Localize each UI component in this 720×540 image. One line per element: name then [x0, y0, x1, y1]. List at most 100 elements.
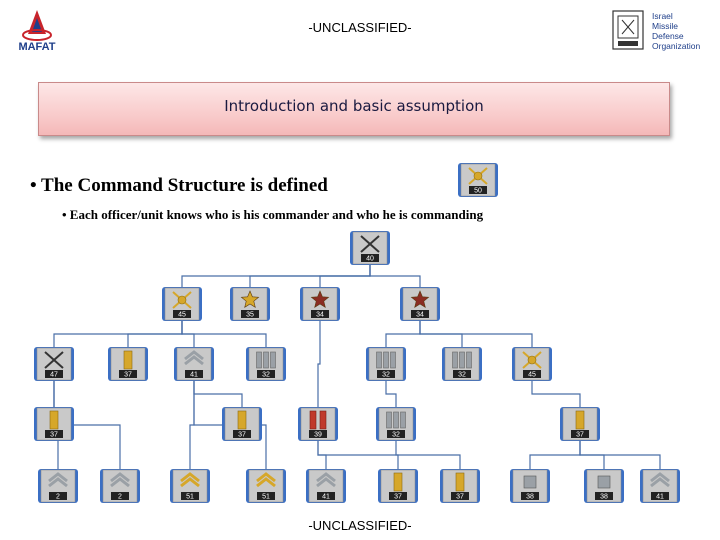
org-node-label: 38	[600, 494, 608, 501]
org-node-label: 2	[56, 494, 60, 501]
org-edge	[385, 320, 421, 348]
org-node: 50	[458, 163, 498, 197]
gold-bar-icon	[455, 472, 465, 492]
org-node-label: 35	[246, 312, 254, 319]
org-edge	[419, 320, 533, 348]
org-node: 37	[560, 407, 600, 441]
org-edge	[127, 320, 183, 348]
imdo-line-3: Defense	[652, 31, 684, 41]
classification-bottom: -UNCLASSIFIED-	[308, 518, 412, 533]
gold-bar-icon	[575, 410, 585, 430]
org-node: 37	[34, 407, 74, 441]
title-banner: Introduction and basic assumption	[38, 82, 670, 136]
org-chart-nodes: 50 40 45 35 34 34 47 37 41 32 32 32 45 37 37 39 32 37 2 2 51…	[34, 163, 680, 503]
org-node: 39	[298, 407, 338, 441]
org-node: 38	[510, 469, 550, 503]
org-node: 32	[246, 347, 286, 381]
gold-chevron-icon	[180, 472, 200, 488]
org-edge	[53, 380, 121, 470]
org-edge	[385, 380, 397, 408]
org-node: 37	[222, 407, 262, 441]
imdo-line-4: Organization	[652, 41, 700, 51]
org-node-label: 2	[118, 494, 122, 501]
org-edge	[531, 380, 581, 408]
org-node-label: 51	[186, 494, 194, 501]
gold-star-icon	[240, 290, 260, 308]
triple-bar-icon	[256, 351, 276, 369]
org-node: 47	[34, 347, 74, 381]
triple-bar-icon	[452, 351, 472, 369]
org-node-label: 45	[528, 372, 536, 379]
org-node-label: 50	[474, 188, 482, 195]
org-node: 38	[584, 469, 624, 503]
org-node: 37	[440, 469, 480, 503]
chevron-rank-icon	[316, 472, 336, 488]
chevron-rank-icon	[184, 350, 204, 366]
org-node-label: 32	[382, 372, 390, 379]
org-node: 34	[300, 287, 340, 321]
org-node-label: 41	[656, 494, 664, 501]
org-node-label: 37	[576, 432, 584, 439]
gold-bar-icon	[123, 350, 133, 370]
org-node: 41	[640, 469, 680, 503]
org-chart-edges	[53, 264, 661, 470]
org-node-label: 37	[456, 494, 464, 501]
chevron-rank-icon	[650, 472, 670, 488]
triple-bar-icon	[376, 351, 396, 369]
org-node: 51	[170, 469, 210, 503]
star-icon	[410, 290, 430, 308]
crossed-swords-icon	[44, 351, 64, 369]
org-edge	[317, 320, 321, 408]
org-node-label: 37	[124, 372, 132, 379]
org-edge	[317, 440, 399, 470]
org-node-label: 41	[190, 372, 198, 379]
org-node: 32	[442, 347, 482, 381]
classification-top: -UNCLASSIFIED-	[308, 20, 412, 35]
org-node-label: 37	[238, 432, 246, 439]
org-node: 40	[350, 231, 390, 265]
bullet-main: • The Command Structure is defined	[30, 175, 328, 196]
chevron-rank-icon	[110, 472, 130, 488]
org-node: 45	[512, 347, 552, 381]
org-node-label: 41	[322, 494, 330, 501]
chevron-rank-icon	[48, 472, 68, 488]
org-edge	[529, 440, 581, 470]
crossed-swords-emblem-icon	[522, 351, 542, 369]
org-edge	[181, 320, 267, 348]
imdo-line-2: Missile	[652, 21, 678, 31]
org-node-label: 39	[314, 432, 322, 439]
org-node: 32	[376, 407, 416, 441]
org-node-label: 32	[392, 432, 400, 439]
org-node: 51	[246, 469, 286, 503]
org-node-label: 45	[178, 312, 186, 319]
org-node: 2	[38, 469, 78, 503]
org-node-label: 32	[458, 372, 466, 379]
org-edge	[369, 264, 421, 288]
org-node: 41	[306, 469, 346, 503]
org-node-label: 34	[316, 312, 324, 319]
mafat-logo-text: MAFAT	[18, 41, 55, 52]
bullet-sub: • Each officer/unit knows who is his com…	[62, 207, 484, 222]
org-node-label: 47	[50, 372, 58, 379]
org-node: 32	[366, 347, 406, 381]
org-edge	[395, 440, 461, 470]
org-edge	[193, 380, 243, 408]
org-edge	[319, 264, 371, 288]
triple-bar-icon	[386, 411, 406, 429]
imdo-line-1: Israel	[652, 11, 673, 21]
silver-bar-icon	[597, 475, 611, 489]
silver-bar-icon	[523, 475, 537, 489]
org-node: 41	[174, 347, 214, 381]
crossed-swords-emblem-icon	[172, 291, 192, 309]
org-node-label: 37	[50, 432, 58, 439]
gold-bar-icon	[393, 472, 403, 492]
org-node-label: 34	[416, 312, 424, 319]
general-emblem-icon	[468, 167, 488, 185]
mafat-logo: MAFAT	[18, 10, 56, 52]
imdo-logo: Israel Missile Defense Organization	[612, 10, 700, 51]
star-icon	[310, 290, 330, 308]
org-node-label: 40	[366, 256, 374, 263]
org-edge	[579, 440, 661, 470]
gold-bar-icon	[49, 410, 59, 430]
